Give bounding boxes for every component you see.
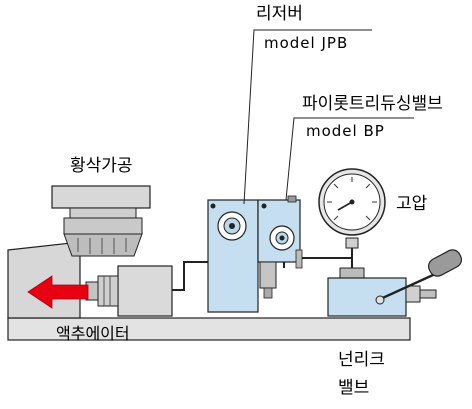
machining-label: 황삭가공 bbox=[70, 156, 133, 176]
actuator-label: 액추에이터 bbox=[56, 324, 130, 343]
accumulator-label: 리저버 bbox=[256, 4, 303, 24]
base-plate bbox=[7, 317, 411, 341]
needle-valve-label-line1: 넌리크 bbox=[338, 350, 385, 370]
pressure-gauge bbox=[318, 168, 386, 249]
direction-arrow bbox=[27, 275, 89, 309]
machining-part bbox=[51, 185, 151, 257]
actuator-cylinder bbox=[85, 265, 173, 317]
accumulator-model-label: model JPB bbox=[264, 34, 349, 52]
pilot-check-valve-model-label: model BP bbox=[306, 122, 385, 140]
pilot-check-valve-label: 파이롯트리듀싱밸브 bbox=[302, 94, 443, 114]
high-pressure-label: 고압 bbox=[396, 194, 428, 214]
needle-valve bbox=[327, 249, 463, 317]
needle-valve-label-line2: 밸브 bbox=[338, 378, 370, 398]
leader-lines bbox=[243, 29, 414, 205]
fixture-body bbox=[7, 241, 81, 319]
accumulator-block bbox=[207, 199, 259, 313]
pilot-check-valve-block bbox=[257, 195, 303, 299]
